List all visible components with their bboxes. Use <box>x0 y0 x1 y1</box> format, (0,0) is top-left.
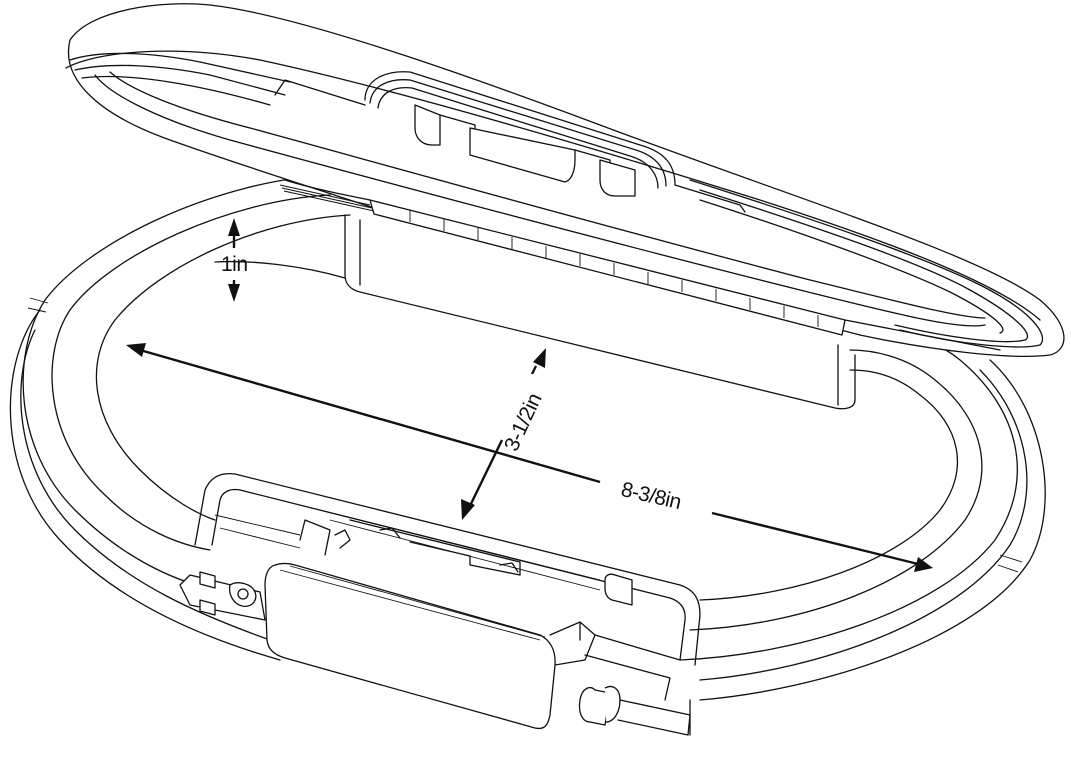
lid <box>65 3 1065 357</box>
dimension-depth <box>228 218 240 302</box>
front-latch <box>179 472 701 736</box>
dimension-length <box>126 343 933 572</box>
dimension-label-depth: 1in <box>221 253 248 276</box>
dimension-width <box>461 348 546 520</box>
base-tray <box>9 174 1046 701</box>
